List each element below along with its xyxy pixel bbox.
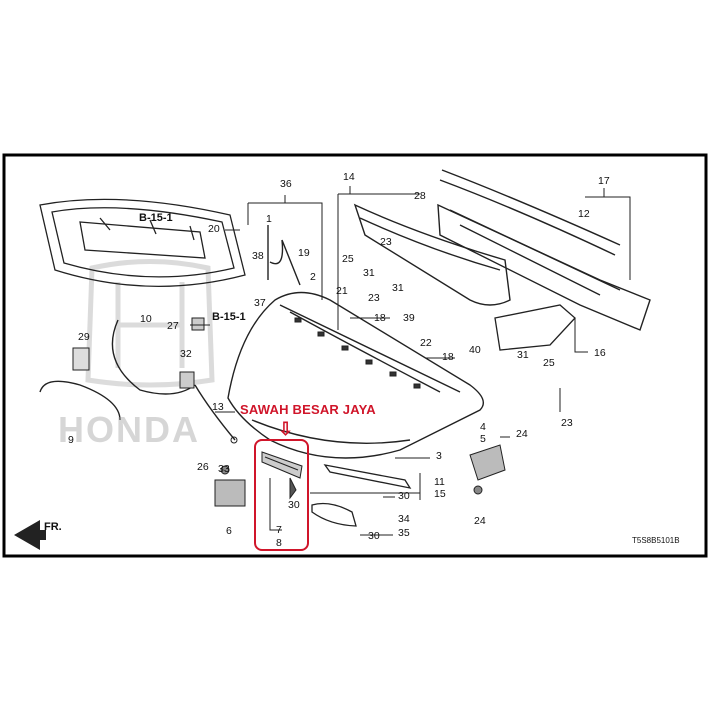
- part-29-clip: [72, 347, 90, 371]
- hood-panel: [227, 291, 484, 459]
- part-number: 38: [252, 250, 264, 262]
- part-number: 30: [368, 530, 380, 542]
- part-number: 25: [543, 357, 555, 369]
- cowl-top: [353, 203, 511, 306]
- front-arrow-icon: [14, 520, 46, 550]
- side-cover: [494, 304, 576, 351]
- hood-hinge: [469, 444, 506, 495]
- shop-label: SAWAH BESAR JAYA: [240, 402, 376, 417]
- down-arrow-icon: ⇩: [278, 419, 294, 439]
- part-number: 40: [469, 344, 481, 356]
- part-number: 22: [420, 337, 432, 349]
- part-number: 15: [434, 488, 446, 500]
- part-number: 23: [561, 417, 573, 429]
- part-number: 12: [578, 208, 590, 220]
- part-number: 39: [403, 312, 415, 324]
- part-number: 10: [140, 313, 152, 325]
- ref-label-b15-1-top: B-15-1: [139, 212, 173, 224]
- ref-label-b15-1-bottom: B-15-1: [212, 311, 246, 323]
- bracket-36: [248, 202, 323, 300]
- part-number: 6: [226, 525, 232, 537]
- part-number: 2: [310, 271, 316, 283]
- part-32-clip: [179, 371, 195, 389]
- part-number: 31: [392, 282, 404, 294]
- part-number: 14: [343, 171, 355, 183]
- part-number: 30: [398, 490, 410, 502]
- part-number: 37: [254, 297, 266, 309]
- part-number: 28: [414, 190, 426, 202]
- part-number: 13: [212, 401, 224, 413]
- diagram-frame: [2, 153, 708, 558]
- part-number: 20: [208, 223, 220, 235]
- part-number: 18: [442, 351, 454, 363]
- part-number: 29: [78, 331, 90, 343]
- windshield-cowl: [437, 169, 651, 331]
- part-number: 19: [298, 247, 310, 259]
- part-number: 36: [280, 178, 292, 190]
- highlighted-part-7-8: [254, 439, 309, 551]
- part-number: 17: [598, 175, 610, 187]
- hood-lock: [214, 465, 246, 507]
- part-number: 18: [374, 312, 386, 324]
- part-number: 25: [342, 253, 354, 265]
- front-label: FR.: [44, 521, 62, 533]
- part-number: 7: [276, 524, 282, 536]
- part-number: 23: [380, 236, 392, 248]
- part-number: 8: [276, 537, 282, 549]
- part-number: 32: [180, 348, 192, 360]
- part-number: 11: [434, 476, 445, 488]
- hood-seal-strip: [323, 464, 412, 489]
- part-number: 1: [266, 213, 272, 225]
- part-number: 30: [288, 499, 300, 511]
- part-number: 33: [218, 463, 230, 475]
- honda-watermark: HONDA: [58, 409, 200, 450]
- part-number: 23: [368, 292, 380, 304]
- part-number: 27: [167, 320, 179, 332]
- part-number: 4: [480, 421, 486, 433]
- part-number: 31: [517, 349, 529, 361]
- part-number: 35: [398, 527, 410, 539]
- diagram-code: T5S8B5101B: [632, 536, 680, 545]
- part-number: 21: [336, 285, 348, 297]
- part-number: 26: [197, 461, 209, 473]
- part-number: 5: [480, 433, 486, 445]
- part-number: 9: [68, 434, 74, 446]
- part-number: 31: [363, 267, 375, 279]
- part-number: 34: [398, 513, 410, 525]
- honda-logo-watermark: [85, 259, 215, 388]
- rubber-seal: [311, 502, 357, 527]
- part-number: 3: [436, 450, 442, 462]
- part-number: 16: [594, 347, 606, 359]
- part-27-clip: [191, 317, 205, 331]
- part-number: 24: [516, 428, 528, 440]
- release-cable: [39, 319, 236, 441]
- hood-seal-frame: [39, 198, 246, 287]
- part-number: 24: [474, 515, 486, 527]
